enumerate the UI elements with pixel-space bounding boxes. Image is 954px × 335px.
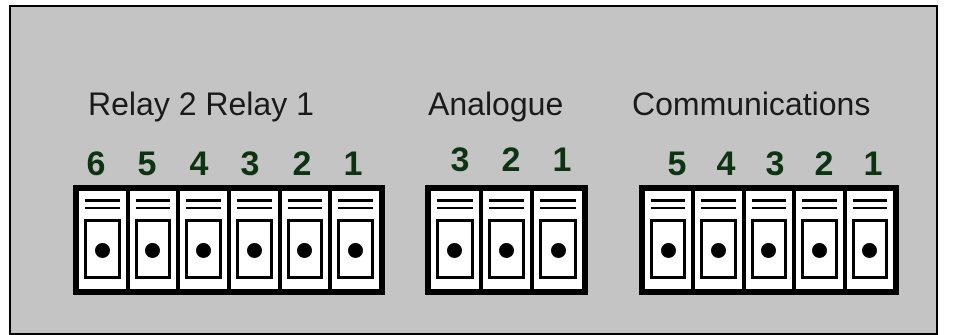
terminal-slot [231, 191, 278, 289]
relay-pin-number: 2 [292, 145, 312, 183]
terminal-slot [129, 191, 177, 289]
terminal-opening [851, 219, 888, 279]
terminal-slot [695, 191, 742, 289]
terminal-slot [534, 191, 582, 289]
relay-pin-number: 5 [137, 145, 157, 183]
terminal-opening [84, 219, 121, 279]
relay-pin-number: 6 [86, 145, 106, 183]
terminal-opening [185, 219, 222, 279]
communications-group-label: Communications [632, 86, 871, 122]
communications-terminal-block [639, 185, 899, 295]
screw-terminal-icon [246, 242, 262, 258]
analogue-pin-number: 2 [501, 141, 521, 179]
terminal-opening [700, 219, 737, 279]
terminal-slot [281, 191, 329, 289]
terminal-tab [344, 207, 367, 215]
terminal-slot [796, 191, 843, 289]
screw-terminal-icon [348, 242, 364, 258]
terminal-opening [134, 219, 172, 279]
terminal-tab [141, 207, 165, 215]
relay-pin-number: 4 [189, 145, 209, 183]
analogue-pin-number: 1 [552, 141, 572, 179]
analogue-pin-number: 3 [450, 141, 470, 179]
terminal-slot [79, 191, 126, 289]
relay-terminal-block [73, 185, 385, 295]
screw-terminal-icon [811, 242, 827, 258]
terminal-slot [482, 191, 531, 289]
screw-terminal-icon [498, 242, 514, 258]
terminal-slot [180, 191, 227, 289]
terminal-slot [846, 191, 893, 289]
terminal-tab [757, 207, 781, 215]
screw-terminal-icon [862, 242, 878, 258]
communications-pin-number: 3 [765, 145, 785, 183]
screw-terminal-icon [660, 242, 676, 258]
terminal-opening [436, 219, 474, 279]
screw-terminal-icon [196, 242, 212, 258]
screw-terminal-icon [761, 242, 777, 258]
terminal-opening [286, 219, 324, 279]
terminal-tab [858, 207, 881, 215]
terminal-slot [745, 191, 793, 289]
relay-group-label: Relay 2 Relay 1 [88, 86, 314, 122]
terminal-tab [243, 207, 266, 215]
terminal-slot [332, 191, 379, 289]
terminal-tab [293, 207, 317, 215]
analogue-group-label: Analogue [428, 86, 564, 122]
terminal-opening [236, 219, 273, 279]
communications-pin-number: 1 [863, 145, 883, 183]
terminal-opening [487, 219, 526, 279]
communications-pin-number: 5 [667, 145, 687, 183]
relay-pin-number: 1 [343, 145, 363, 183]
terminal-opening [337, 219, 374, 279]
terminal-opening [801, 219, 838, 279]
screw-terminal-icon [145, 242, 161, 258]
communications-pin-number: 2 [814, 145, 834, 183]
terminal-tab [91, 207, 114, 215]
device-panel: Relay 2 Relay 1 Analogue Communications … [9, 5, 938, 335]
terminal-slot [645, 191, 692, 289]
screw-terminal-icon [711, 242, 727, 258]
terminal-opening [650, 219, 687, 279]
terminal-tab [707, 207, 730, 215]
terminal-tab [192, 207, 215, 215]
screw-terminal-icon [447, 242, 463, 258]
terminal-slot [431, 191, 479, 289]
analogue-terminal-block [425, 185, 588, 295]
terminal-tab [443, 207, 467, 215]
terminal-tab [546, 207, 570, 215]
terminal-opening [539, 219, 577, 279]
screw-terminal-icon [297, 242, 313, 258]
terminal-opening [750, 219, 788, 279]
relay-pin-number: 3 [240, 145, 260, 183]
terminal-tab [657, 207, 680, 215]
terminal-tab [494, 207, 519, 215]
screw-terminal-icon [550, 242, 566, 258]
terminal-tab [808, 207, 831, 215]
communications-pin-number: 4 [716, 145, 736, 183]
screw-terminal-icon [94, 242, 110, 258]
